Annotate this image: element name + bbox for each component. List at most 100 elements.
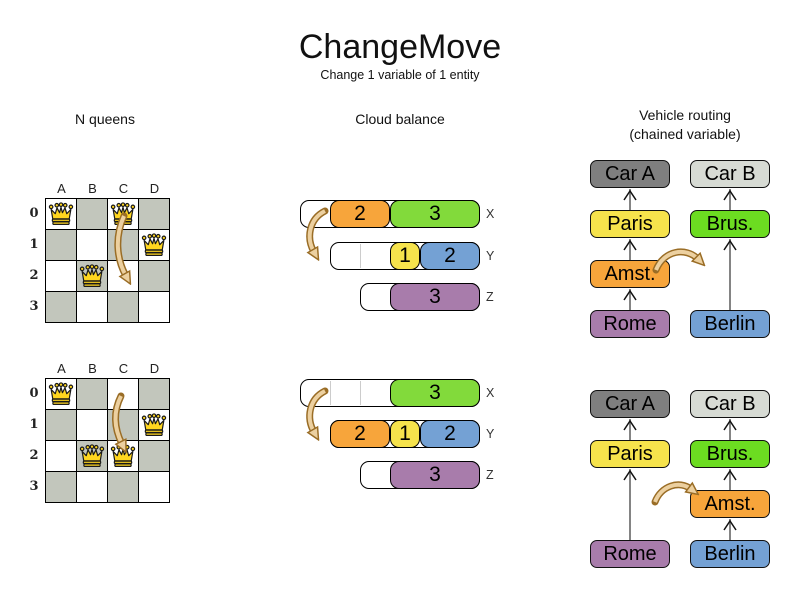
- board-cell: [139, 472, 169, 502]
- routing-box-cara: Car A: [590, 160, 670, 188]
- board-cell: [108, 292, 138, 322]
- page-title: ChangeMove: [298, 28, 502, 66]
- board-cell: [46, 410, 76, 440]
- move-arrow-cloud-before: [306, 207, 329, 252]
- routing-chain-lines-after: [623, 419, 737, 540]
- routing-chain-lines-before: [623, 189, 737, 310]
- board-cell: [46, 441, 76, 471]
- nqueens-board-after: A B C D 0 1 2 3: [29, 361, 170, 503]
- vehicle-routing-header-line1: Vehicle routing: [639, 107, 731, 123]
- board-cell: [108, 230, 138, 260]
- board-column-label: A: [57, 181, 66, 196]
- board-cell: [46, 230, 76, 260]
- chain-arrowhead-icon: [723, 239, 737, 251]
- board-column-label: D: [149, 181, 160, 196]
- routing-box-brus: Brus.: [690, 210, 770, 238]
- queen-icon: [79, 443, 105, 469]
- board-column-label: B: [88, 181, 97, 196]
- board-cell: [139, 261, 169, 291]
- page-subtitle: Change 1 variable of 1 entity: [320, 68, 480, 82]
- board-cell: [46, 472, 76, 502]
- nqueens-board-before: A B C D 0 1 2 3: [29, 181, 170, 323]
- routing-box-brus: Brus.: [690, 440, 770, 468]
- unit-divider: [330, 381, 331, 405]
- queen-icon: [141, 232, 167, 258]
- vehicle-routing-header: Vehicle routing (chained variable): [585, 106, 785, 144]
- board-row-label: 0: [29, 206, 39, 221]
- board-cell: [77, 379, 107, 409]
- process-segment: 3: [390, 200, 480, 228]
- process-segment: 3: [390, 379, 480, 407]
- cloud-balance-header: Cloud balance: [355, 111, 445, 127]
- board-cell: [77, 410, 107, 440]
- vehicle-routing-header-line2: (chained variable): [629, 126, 741, 142]
- move-arrow-routing-after: [651, 481, 691, 506]
- board-cell: [77, 230, 107, 260]
- board-row-label: 1: [29, 237, 39, 252]
- process-segment: 1: [390, 242, 420, 270]
- chain-arrowhead-icon: [723, 469, 737, 481]
- board-row-label: 0: [29, 386, 39, 401]
- routing-box-paris: Paris: [590, 210, 670, 238]
- routing-box-berlin: Berlin: [690, 540, 770, 568]
- board-cell: [139, 199, 169, 229]
- process-segment: 1: [390, 420, 420, 448]
- chain-arrowhead-icon: [623, 419, 637, 431]
- board-cell: [46, 261, 76, 291]
- chain-arrowhead-icon: [623, 189, 637, 201]
- board-row-label: 3: [29, 479, 39, 494]
- routing-box-cara: Car A: [590, 390, 670, 418]
- board-cell: [139, 441, 169, 471]
- board-column-label: A: [57, 361, 66, 376]
- chain-arrowhead-icon: [723, 519, 737, 531]
- process-segment: 2: [420, 420, 480, 448]
- process-segment: 3: [390, 461, 480, 489]
- move-arrow-routing-before: [652, 248, 698, 274]
- move-arrow-cloud-after: [306, 387, 329, 432]
- board-column-label: C: [118, 361, 129, 376]
- computer-label: X: [486, 207, 495, 221]
- routing-box-paris: Paris: [590, 440, 670, 468]
- computer-label: Z: [486, 290, 494, 304]
- board-row-label: 2: [29, 268, 39, 283]
- process-segment: 3: [390, 283, 480, 311]
- board-column-label: D: [149, 361, 160, 376]
- routing-box-rome: Rome: [590, 310, 670, 338]
- board-cell: [77, 472, 107, 502]
- board-row-label: 2: [29, 448, 39, 463]
- routing-box-berlin: Berlin: [690, 310, 770, 338]
- process-segment: 2: [330, 420, 390, 448]
- board-column-label: C: [118, 181, 129, 196]
- board-cell: [139, 379, 169, 409]
- computer-label: X: [486, 386, 495, 400]
- move-arrow-nqueens-after: [112, 392, 122, 444]
- board-cell: [46, 292, 76, 322]
- queen-icon: [141, 412, 167, 438]
- process-segment: 2: [330, 200, 390, 228]
- move-arrow-nqueens-before: [114, 212, 126, 276]
- queen-icon: [48, 201, 74, 227]
- board-row-label: 1: [29, 417, 39, 432]
- chain-arrowhead-icon: [623, 289, 637, 301]
- computer-label: Z: [486, 468, 494, 482]
- computer-label: Y: [486, 427, 495, 441]
- routing-box-carb: Car B: [690, 160, 770, 188]
- chain-arrowhead-icon: [723, 419, 737, 431]
- chain-arrowhead-icon: [623, 239, 637, 251]
- routing-box-rome: Rome: [590, 540, 670, 568]
- routing-box-carb: Car B: [690, 390, 770, 418]
- board-cell: [77, 292, 107, 322]
- chain-arrowhead-icon: [723, 189, 737, 201]
- routing-box-amst: Amst.: [690, 490, 770, 518]
- board-column-label: B: [88, 361, 97, 376]
- unit-divider: [360, 244, 361, 268]
- computer-label: Y: [486, 249, 495, 263]
- board-row-label: 3: [29, 299, 39, 314]
- board-cell: [77, 199, 107, 229]
- board-cell: [108, 472, 138, 502]
